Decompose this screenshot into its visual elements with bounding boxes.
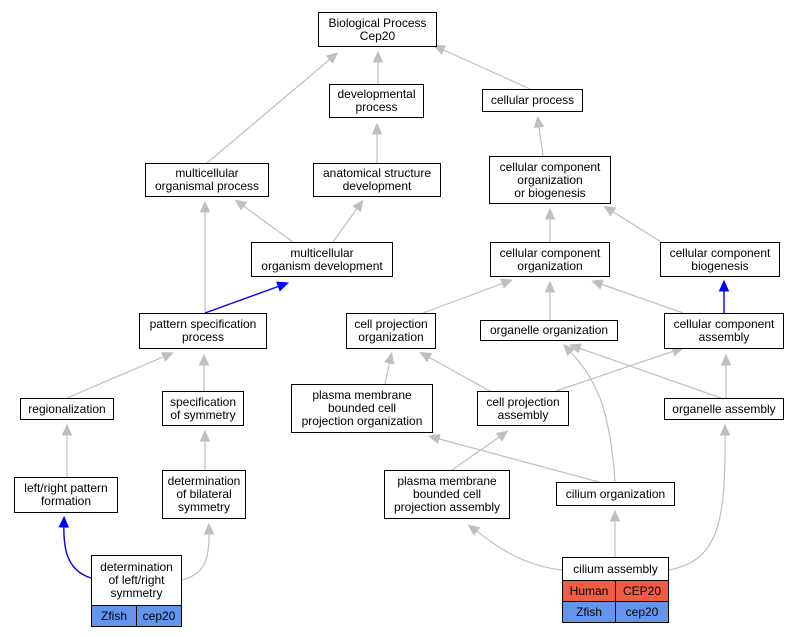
arrowhead-5	[199, 200, 211, 213]
arrowhead-12	[544, 280, 556, 293]
edge-11	[422, 280, 510, 314]
edge-2	[206, 54, 336, 164]
node-developmental-process[interactable]: developmental process	[329, 84, 424, 118]
node-determination-of-left-right-symmetry[interactable]: determination of left/right symmetry Zfi…	[91, 555, 182, 627]
edge-10	[606, 207, 662, 243]
annotation-row-zfish: Zfish cep20	[563, 601, 668, 622]
annotation-row-zfish: Zfish cep20	[92, 605, 181, 626]
edge-20	[572, 345, 722, 399]
arrowhead-14	[276, 281, 289, 292]
arrowhead-8	[544, 207, 556, 220]
arrowhead-28	[203, 522, 215, 535]
arrowhead-7	[352, 199, 364, 213]
species-cell: Human	[563, 581, 615, 601]
node-cell-projection-assembly[interactable]: cell projection assembly	[477, 391, 569, 426]
edge-18	[422, 353, 491, 392]
edge-6	[237, 201, 294, 243]
edge-19	[555, 348, 681, 392]
arrowhead-29	[609, 509, 621, 522]
arrowhead-10	[603, 205, 617, 217]
node-multicellular-organism-development[interactable]: multicellular organism development	[251, 242, 393, 277]
annotation-row-human: Human CEP20	[563, 580, 668, 601]
node-left-right-pattern-formation[interactable]: left/right pattern formation	[14, 477, 118, 513]
edge-28	[181, 526, 210, 581]
gene-cell: cep20	[615, 602, 668, 622]
edge-24	[451, 432, 506, 471]
species-cell: Zfish	[92, 606, 136, 626]
arrowhead-31	[719, 423, 731, 436]
arrowhead-15	[161, 352, 174, 362]
node-cellular-component-organization-or-biogenesis[interactable]: cellular component organization or bioge…	[489, 156, 611, 204]
arrowhead-2	[325, 52, 339, 64]
node-pattern-specification-process[interactable]: pattern specification process	[139, 313, 267, 349]
node-cell-projection-organization[interactable]: cell projection organization	[346, 313, 436, 349]
arrowhead-3	[371, 122, 383, 135]
edge-7	[332, 202, 362, 243]
edge-1	[436, 46, 531, 90]
node-anatomical-structure-development[interactable]: anatomical structure development	[313, 163, 441, 197]
arrowhead-24	[495, 430, 509, 442]
arrowhead-16	[198, 353, 210, 366]
gene-cell: CEP20	[615, 581, 668, 601]
node-cilium-assembly[interactable]: cilium assembly Human CEP20 Zfish cep20	[562, 557, 669, 623]
arrowhead-21	[720, 353, 732, 366]
node-specification-of-symmetry[interactable]: specification of symmetry	[162, 391, 244, 426]
node-label: cilium assembly	[573, 561, 658, 576]
node-cellular-component-biogenesis[interactable]: cellular component biogenesis	[660, 242, 780, 277]
species-cell: Zfish	[563, 602, 615, 622]
arrowhead-13	[591, 279, 604, 290]
edge-13	[594, 281, 684, 314]
node-multicellular-organismal-process[interactable]: multicellular organismal process	[145, 163, 269, 197]
arrowhead-4	[533, 115, 545, 129]
arrowhead-25	[427, 433, 441, 445]
arrowhead-22	[61, 423, 73, 436]
arrowhead-6	[234, 199, 248, 211]
node-cilium-organization[interactable]: cilium organization	[556, 482, 675, 506]
gene-cell: cep20	[136, 606, 181, 626]
node-cellular-component-organization[interactable]: cellular component organization	[490, 242, 610, 277]
edge-15	[66, 353, 171, 399]
edge-27	[63, 519, 92, 579]
arrowhead-27	[58, 515, 70, 528]
arrowhead-11	[500, 278, 513, 289]
node-organelle-organization[interactable]: organelle organization	[480, 320, 618, 341]
arrowhead-26	[563, 343, 575, 357]
arrowhead-17	[384, 351, 395, 365]
node-determination-of-bilateral-symmetry[interactable]: determination of bilateral symmetry	[162, 470, 246, 519]
node-organelle-assembly[interactable]: organelle assembly	[664, 398, 784, 420]
arrowhead-23	[199, 429, 211, 442]
arrowhead-30	[467, 524, 481, 536]
node-biological-process[interactable]: Biological Process Cep20	[318, 12, 437, 47]
edge-14	[204, 283, 286, 314]
node-cellular-process[interactable]: cellular process	[482, 89, 583, 112]
node-plasma-membrane-bounded-cell-projection-organization[interactable]: plasma membrane bounded cell projection …	[291, 384, 433, 433]
edge-26	[565, 346, 616, 483]
node-plasma-membrane-bounded-cell-projection-assembly[interactable]: plasma membrane bounded cell projection …	[384, 470, 510, 519]
arrowhead-18	[419, 351, 433, 363]
node-label: determination of left/right symmetry	[100, 560, 173, 600]
node-cellular-component-assembly[interactable]: cellular component assembly	[664, 313, 784, 349]
arrowhead-0	[372, 50, 384, 63]
arrowhead-1	[433, 45, 447, 55]
arrowhead-9	[718, 279, 730, 292]
edge-30	[470, 526, 563, 571]
node-regionalization[interactable]: regionalization	[20, 398, 114, 420]
edge-31	[668, 427, 726, 571]
edge-25	[431, 436, 600, 483]
